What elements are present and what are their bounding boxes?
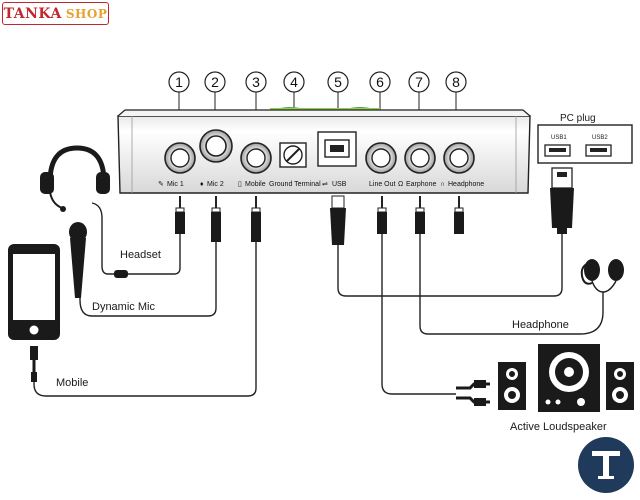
svg-text:2: 2: [211, 74, 219, 90]
svg-text:6: 6: [376, 74, 384, 90]
svg-text:Mobile: Mobile: [245, 181, 266, 188]
port-number-7: 7: [408, 71, 430, 110]
port-label-headphone: ∩Headphone: [440, 181, 484, 188]
dynamic-mic-icon: [69, 222, 87, 298]
port-number-6: 6: [369, 71, 391, 110]
logo-brand-a: TANKA: [3, 5, 62, 22]
plug-mic2: [211, 196, 221, 242]
plug-usb-b: [330, 195, 346, 245]
jack-mic1: [164, 142, 196, 174]
jack-line-out: [365, 142, 397, 174]
port-number-1: 1: [168, 71, 190, 110]
svg-text:8: 8: [452, 74, 460, 90]
mobile-label: Mobile: [56, 377, 88, 389]
mic-icon: ✎: [158, 181, 164, 188]
brand-badge-icon: [578, 437, 634, 493]
earphone-icon: Ω: [398, 181, 403, 188]
svg-text:Headphone: Headphone: [448, 181, 484, 188]
svg-text:Mic 1: Mic 1: [167, 181, 184, 188]
svg-text:PC plug: PC plug: [560, 113, 596, 124]
loudspeaker-icon: [498, 344, 634, 412]
tanka-shop-logo: TANKA SHOP: [2, 2, 109, 25]
port-label-line-out: Line Out: [369, 181, 396, 188]
usb-icon: ⇌: [322, 181, 328, 188]
port-number-2: 2: [204, 71, 226, 110]
port-number-4: 4: [283, 71, 305, 110]
mobile-phone-icon: [8, 244, 60, 382]
plug-mobile: [251, 196, 261, 242]
svg-text:USB2: USB2: [592, 135, 608, 141]
headset-label: Headset: [120, 249, 161, 261]
dynamic-mic-label: Dynamic Mic: [92, 301, 155, 313]
jack-mic2: [199, 129, 233, 163]
jack-mobile: [240, 142, 272, 174]
port-number-8: 8: [445, 71, 467, 110]
earphones-icon: [580, 259, 624, 293]
svg-text:5: 5: [334, 74, 342, 90]
usb-b-port: [317, 131, 357, 167]
jack-headphone: [443, 142, 475, 174]
svg-text:7: 7: [415, 74, 423, 90]
plug-headphone: [454, 196, 464, 234]
svg-text:4: 4: [290, 74, 298, 90]
svg-text:Earphone: Earphone: [406, 181, 436, 188]
t-letter-icon: [592, 451, 620, 479]
phone-icon: ▯: [238, 181, 242, 188]
jack-earphone: [404, 142, 436, 174]
svg-text:1: 1: [175, 74, 183, 90]
headphone-icon: ∩: [440, 181, 445, 188]
svg-text:3: 3: [252, 74, 260, 90]
plug-earphone: [415, 196, 425, 234]
svg-text:USB1: USB1: [551, 135, 567, 141]
plug-line-out: [377, 196, 387, 234]
cables: [33, 202, 604, 397]
port-label-ground: Ground Terminal: [269, 181, 321, 188]
usb-a-plug: [550, 167, 574, 234]
headphone-label: Headphone: [512, 319, 569, 331]
port-label-mic1: ✎Mic 1: [158, 181, 184, 188]
port-numbers: 1 2 3 4 5 6 7 8: [168, 71, 467, 110]
port-label-mobile: ▯Mobile: [238, 181, 266, 188]
plug-mic1: [175, 196, 185, 234]
sound-card: ✎Mic 1 ♦Mic 2 ▯Mobile Ground Terminal ⇌ U…: [117, 107, 531, 194]
pc-plug: PC plug USB1 USB2: [537, 113, 633, 164]
logo-brand-b: SHOP: [65, 6, 108, 21]
ground-terminal: [279, 142, 307, 168]
svg-text:Mic 2: Mic 2: [207, 181, 224, 188]
loudspeaker-label: Active Loudspeaker: [510, 421, 607, 433]
port-label-mic2: ♦Mic 2: [200, 181, 224, 188]
headset-icon: [40, 145, 128, 278]
microphone-icon: ♦: [200, 181, 204, 188]
rca-plugs: [456, 380, 490, 406]
port-label-usb: ⇌ USB: [322, 181, 347, 188]
svg-text:USB: USB: [332, 181, 347, 188]
port-number-3: 3: [245, 71, 267, 110]
port-number-5: 5: [327, 71, 349, 110]
plugs: [175, 195, 464, 245]
